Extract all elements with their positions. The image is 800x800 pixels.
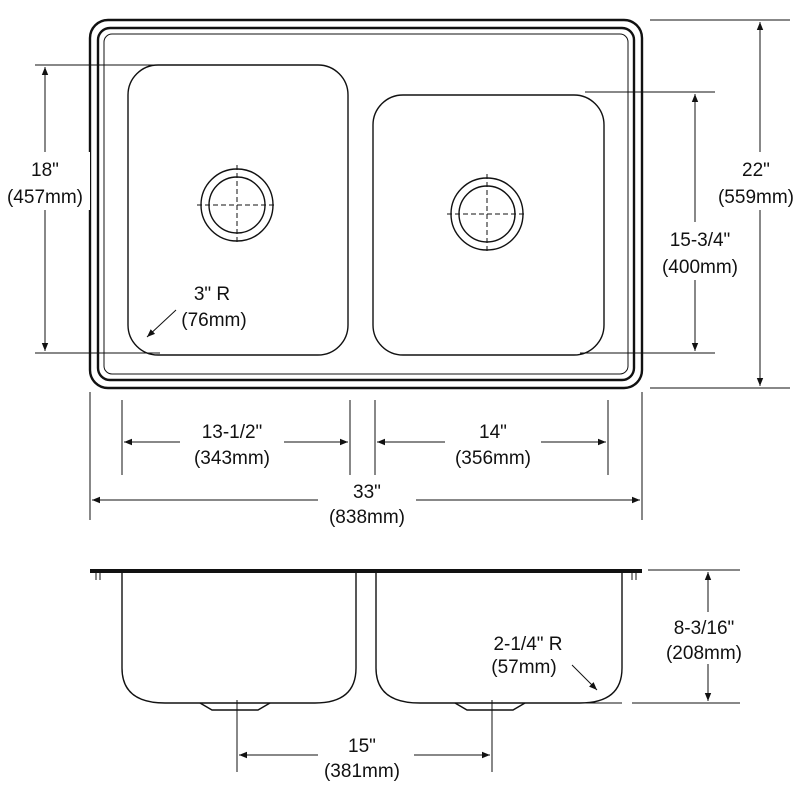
right-drain [447,174,527,254]
dim-metric: (381mm) [324,761,400,782]
dim-imperial: 15" [348,736,376,757]
left-drain [197,165,277,245]
dim-metric: (76mm) [181,310,246,331]
right-bowl [372,94,605,356]
dimension-drain-spacing: 15" (381mm) [236,700,493,782]
dimension-bottom-radius: 2-1/4" R (57mm) [458,634,622,704]
sink-outer-rim [88,18,644,390]
dim-metric: (57mm) [491,657,556,678]
sink-inner-rim [96,26,636,382]
dim-imperial: 14" [479,422,507,443]
dimension-bowl-depth-left: 18" (457mm) [0,64,160,354]
dim-imperial: 2-1/4" R [493,634,562,655]
dim-imperial: 8-3/16" [674,618,735,639]
sink-deck-edge [103,33,629,375]
dim-metric: (208mm) [666,643,742,664]
dim-metric: (559mm) [718,187,794,208]
dim-imperial: 15-3/4" [670,230,731,251]
left-bowl-profile [121,573,357,704]
right-drain-profile [454,702,526,711]
left-drain-profile [199,702,271,711]
top-view [88,18,644,390]
dim-imperial: 3" R [194,284,230,305]
dimension-bowl-width-right: 14" (356mm) [374,400,609,475]
dim-metric: (343mm) [194,448,270,469]
dimension-bowl-height: 8-3/16" (208mm) [490,569,755,704]
dimension-bowl-depth-right: 15-3/4" (400mm) [580,91,745,354]
dim-imperial: 18" [31,160,59,181]
dim-metric: (400mm) [662,257,738,278]
left-bowl [127,64,349,356]
dimension-overall-depth: 22" (559mm) [650,19,800,389]
dim-metric: (356mm) [455,448,531,469]
dim-imperial: 33" [353,482,381,503]
dimension-corner-radius: 3" R (76mm) [146,284,247,338]
dim-metric: (457mm) [7,187,83,208]
dimension-overall-width: 33" (838mm) [89,392,643,528]
dim-imperial: 22" [742,160,770,181]
dim-imperial: 13-1/2" [202,422,263,443]
dim-metric: (838mm) [329,507,405,528]
dimension-bowl-width-left: 13-1/2" (343mm) [121,400,351,475]
sink-flange [90,569,642,573]
side-view [90,569,642,711]
